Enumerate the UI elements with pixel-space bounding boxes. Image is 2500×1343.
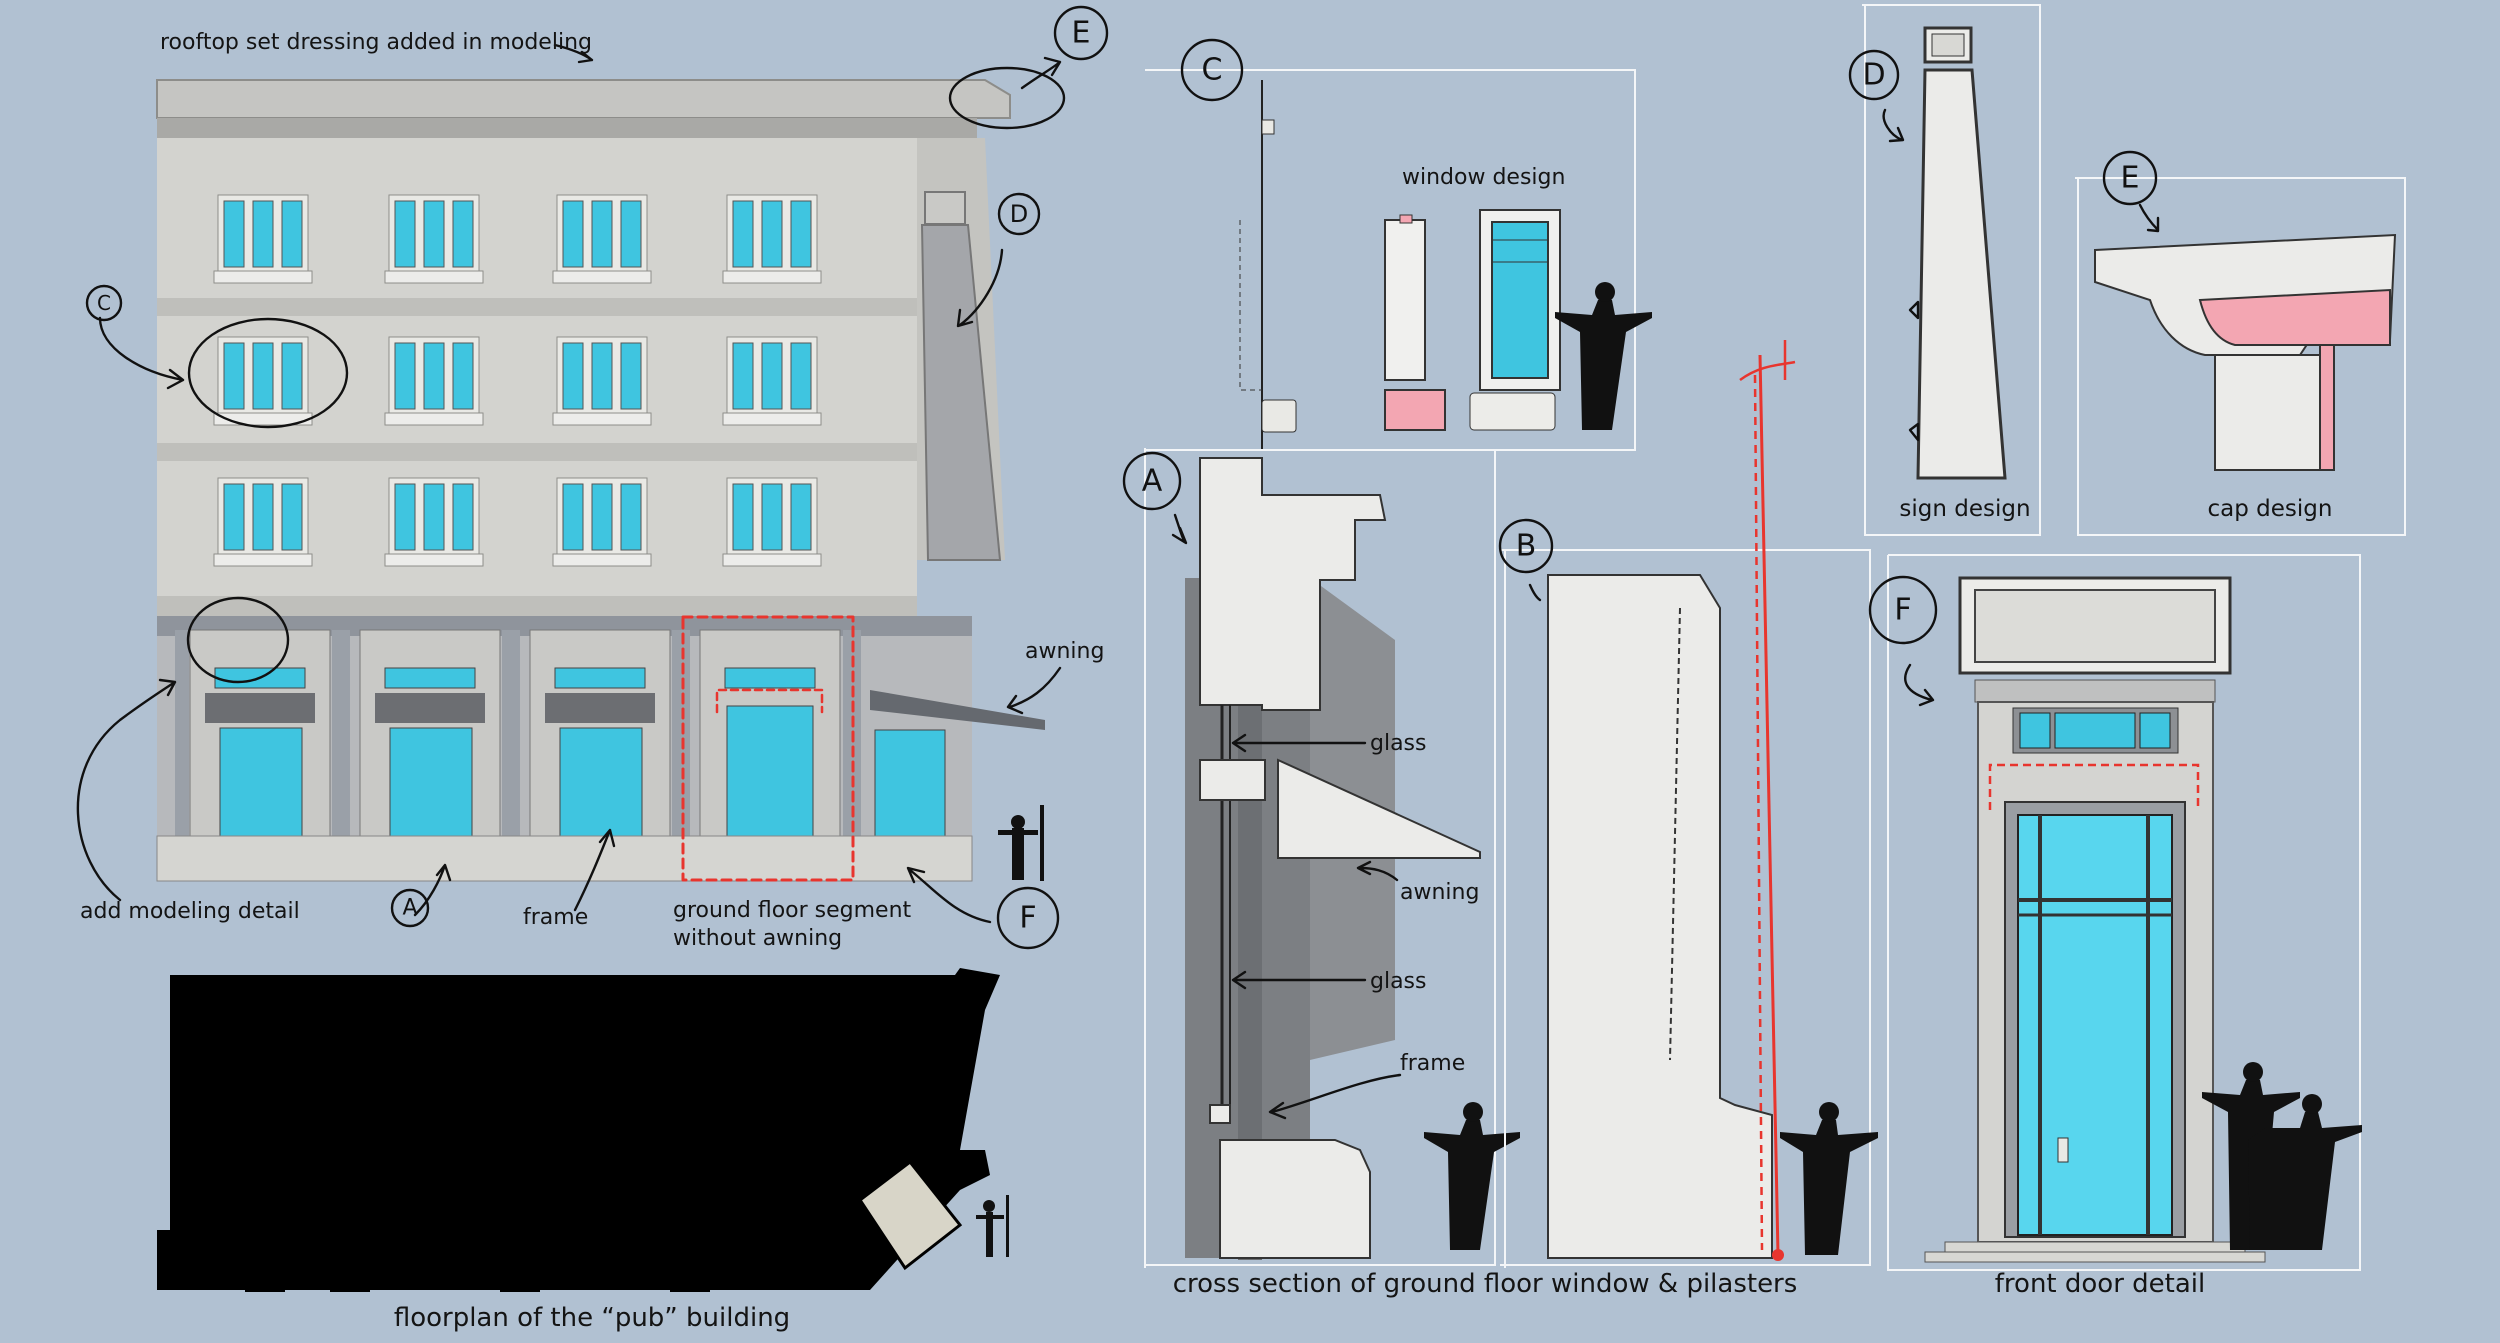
front-door-section [1887, 554, 2362, 1271]
glass-label-1: glass [1370, 731, 1426, 756]
floorplan-caption: floorplan of the “pub” building [394, 1303, 790, 1333]
labels: rooftop set dressing added in modeling a… [80, 30, 2332, 1333]
window-grid [213, 194, 822, 567]
scale-figure-icon [998, 805, 1044, 881]
callout-e-building: E [1053, 5, 1109, 61]
callouts: E D C A F C A B [85, 5, 2158, 950]
svg-text:E: E [1072, 16, 1091, 51]
callout-f-section: F [1868, 575, 1938, 645]
building-annotations [76, 43, 1066, 924]
callout-c-section: C [1180, 38, 1244, 102]
svg-text:D: D [1010, 200, 1028, 228]
add-detail-label: add modeling detail [80, 899, 300, 924]
awning-section-label: awning [1400, 880, 1479, 905]
svg-text:C: C [97, 291, 111, 315]
callout-f-building: F [996, 886, 1060, 950]
callout-d-building: D [997, 192, 1041, 236]
svg-text:A: A [1142, 464, 1163, 499]
scale-figure-icon [2202, 1062, 2362, 1250]
svg-text:F: F [1894, 593, 1911, 628]
cap-design-section [2075, 177, 2406, 536]
window-group [213, 194, 313, 284]
scale-figure-icon [976, 1195, 1009, 1257]
window-design-section [1145, 69, 1652, 451]
scale-figure-icon [1555, 282, 1652, 430]
svg-text:D: D [1862, 58, 1885, 93]
cross-section-a [1144, 448, 1520, 1268]
svg-text:C: C [1202, 53, 1223, 88]
scale-figure-icon [1780, 1102, 1878, 1255]
cap-design-caption: cap design [2208, 496, 2333, 522]
building-elevation [156, 79, 1045, 882]
awning-label: awning [1025, 639, 1104, 664]
storefront-bay [189, 629, 331, 841]
ground-segment-label-line1: ground floor segment [673, 898, 912, 923]
scale-figure-icon [1424, 1102, 1520, 1250]
callout-a-section: A [1122, 451, 1182, 511]
callout-c-building: C [85, 284, 123, 322]
ground-segment-label-line2: without awning [673, 926, 842, 951]
sign-design-section [1862, 4, 2041, 536]
cross-section-caption: cross section of ground floor window & p… [1173, 1269, 1798, 1299]
callout-b-section: B [1498, 518, 1554, 574]
rooftop-label: rooftop set dressing added in modeling [160, 30, 592, 55]
section-annotations [1171, 108, 2160, 1120]
glass-label-2: glass [1370, 969, 1426, 994]
ground-floor [156, 615, 1045, 882]
svg-text:B: B [1516, 529, 1537, 564]
pilaster-section-b [1500, 340, 1878, 1268]
frame-section-label: frame [1400, 1051, 1465, 1076]
front-door-caption: front door detail [1995, 1269, 2205, 1299]
frame-label: frame [523, 905, 588, 930]
window-design-label: window design [1402, 165, 1565, 190]
floorplan [157, 968, 1009, 1292]
callout-a-building: A [390, 888, 430, 928]
svg-text:E: E [2121, 161, 2140, 196]
sign-design-caption: sign design [1899, 496, 2030, 522]
svg-text:F: F [1019, 901, 1036, 936]
callout-e-section: E [2102, 150, 2158, 206]
svg-text:A: A [402, 896, 417, 921]
callout-d-section: D [1848, 49, 1900, 101]
